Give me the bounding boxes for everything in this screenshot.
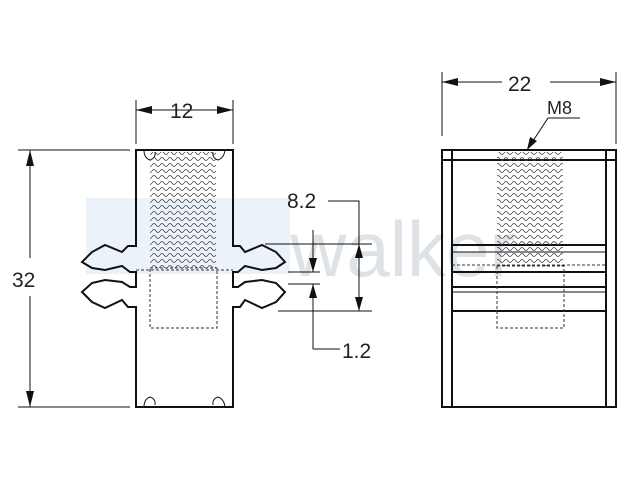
slot-pitch-arrow-top [355, 244, 363, 258]
front-thread [150, 152, 216, 268]
front-hidden-bore [149, 267, 218, 329]
slot-pitch-arrow-bottom [355, 297, 363, 311]
thread-callout-leader [526, 117, 580, 151]
side-body-outline [441, 149, 617, 408]
side-view: 22 M8 [441, 72, 617, 408]
side-hidden-bore [496, 265, 565, 329]
side-width-arrow-left [442, 78, 458, 86]
watermark-text: walker [289, 205, 515, 293]
front-view: 12 32 8.2 1.2 [12, 100, 372, 408]
front-height-arrow-top [26, 150, 34, 166]
front-height-label: 32 [12, 269, 35, 292]
side-width-arrow-right [600, 78, 616, 86]
front-bottom-notch-left [143, 396, 156, 408]
slot-gap-label: 1.2 [342, 340, 371, 363]
slot-gap-arrow-top [309, 258, 317, 272]
front-bottom-notch-right [212, 396, 226, 408]
slot-pitch-leader [328, 200, 360, 244]
front-width-arrow-right [217, 106, 233, 114]
front-width-label: 12 [170, 100, 193, 123]
slot-gap-arrow-bottom [309, 284, 317, 298]
front-height-arrow-bottom [26, 391, 34, 407]
slot-pitch-label: 8.2 [287, 190, 316, 213]
thread-callout-label: M8 [547, 98, 572, 118]
side-thread [497, 152, 563, 266]
front-body-outline [80, 149, 287, 408]
front-width-arrow-left [136, 106, 152, 114]
side-width-label: 22 [508, 73, 531, 96]
thread-callout-arrow [527, 137, 537, 150]
